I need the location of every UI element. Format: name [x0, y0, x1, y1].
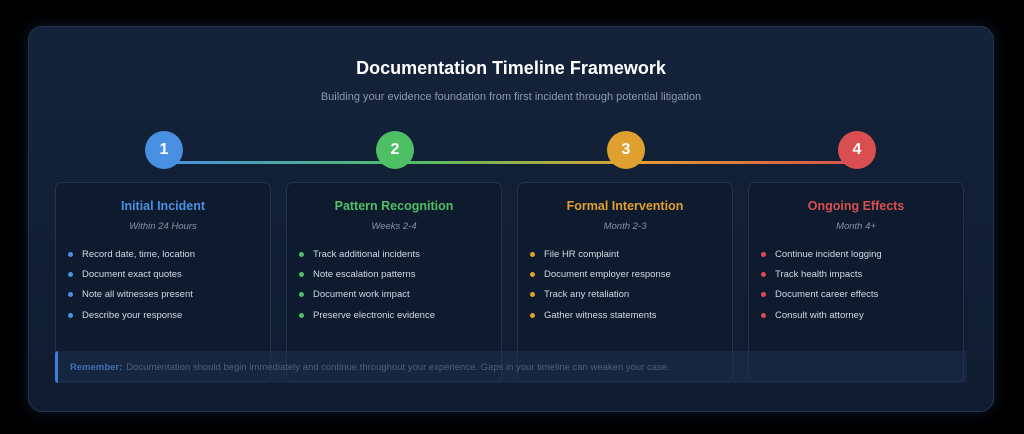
list-item: Document career effects — [761, 285, 882, 305]
card-items: Track additional incidents Note escalati… — [299, 244, 435, 325]
list-item: Describe your response — [68, 305, 195, 325]
card-title: Pattern Recognition — [334, 199, 454, 213]
step-4-marker: 4 — [838, 131, 876, 169]
list-item: Record date, time, location — [68, 244, 195, 264]
card-timeframe: Month 2-3 — [603, 221, 647, 232]
reminder-label: Remember: — [70, 361, 123, 373]
reminder-note: Remember: Documentation should begin imm… — [55, 351, 967, 383]
bullet-dot — [761, 251, 766, 257]
list-item-text: Document work impact — [313, 289, 410, 301]
card-items: Record date, time, location Document exa… — [68, 244, 195, 325]
card-timeframe: Weeks 2-4 — [371, 221, 417, 232]
bullet-dot — [761, 312, 766, 318]
bullet-dot — [68, 312, 73, 318]
bullet-dot — [68, 251, 73, 257]
list-item: Consult with attorney — [761, 305, 882, 325]
list-item-text: Document career effects — [775, 289, 879, 301]
list-item: File HR complaint — [530, 244, 671, 264]
list-item-text: Gather witness statements — [544, 309, 657, 321]
timeline-connector — [165, 161, 858, 164]
list-item: Preserve electronic evidence — [299, 305, 435, 325]
bullet-dot — [761, 271, 766, 277]
list-item-text: Track any retaliation — [544, 289, 630, 301]
card-title: Ongoing Effects — [807, 199, 905, 213]
bullet-dot — [530, 312, 535, 318]
step-card-pattern-recognition: Pattern Recognition Weeks 2-4 Track addi… — [286, 182, 502, 382]
list-item: Document exact quotes — [68, 264, 195, 284]
bullet-dot — [530, 271, 535, 277]
card-timeframe: Month 4+ — [836, 221, 876, 232]
list-item-text: Note all witnesses present — [82, 289, 193, 301]
list-item-text: Consult with attorney — [775, 309, 864, 321]
list-item: Continue incident logging — [761, 244, 882, 264]
page-title: Documentation Timeline Framework — [356, 58, 666, 78]
step-1-marker: 1 — [145, 131, 183, 169]
list-item: Track additional incidents — [299, 244, 435, 264]
bullet-dot — [299, 292, 304, 298]
list-item-text: Document exact quotes — [82, 268, 182, 280]
list-item-text: Document employer response — [544, 268, 671, 280]
bullet-dot — [299, 271, 304, 277]
bullet-dot — [68, 271, 73, 277]
page-subtitle: Building your evidence foundation from f… — [320, 91, 702, 103]
list-item-text: Describe your response — [82, 309, 183, 321]
list-item-text: Record date, time, location — [82, 248, 196, 260]
bullet-dot — [68, 292, 73, 298]
list-item-text: Preserve electronic evidence — [313, 309, 435, 321]
list-item: Document employer response — [530, 264, 671, 284]
step-3-marker: 3 — [607, 131, 645, 169]
bullet-dot — [299, 251, 304, 257]
bullet-dot — [530, 292, 535, 298]
step-2-marker: 2 — [376, 131, 414, 169]
framework-panel: Documentation Timeline Framework Buildin… — [28, 26, 994, 412]
card-timeframe: Within 24 Hours — [129, 221, 197, 232]
list-item: Track any retaliation — [530, 285, 671, 305]
list-item-text: Note escalation patterns — [313, 268, 416, 280]
step-card-ongoing-effects: Ongoing Effects Month 4+ Continue incide… — [748, 182, 964, 382]
list-item-text: File HR complaint — [544, 248, 619, 260]
bullet-dot — [299, 312, 304, 318]
list-item-text: Track additional incidents — [313, 248, 420, 260]
bullet-dot — [761, 292, 766, 298]
list-item-text: Track health impacts — [775, 268, 863, 280]
card-items: File HR complaint Document employer resp… — [530, 244, 671, 325]
list-item: Document work impact — [299, 285, 435, 305]
list-item: Track health impacts — [761, 264, 882, 284]
step-card-initial-incident: Initial Incident Within 24 Hours Record … — [55, 182, 271, 382]
list-item: Gather witness statements — [530, 305, 671, 325]
card-items: Continue incident logging Track health i… — [761, 244, 882, 325]
list-item: Note escalation patterns — [299, 264, 435, 284]
card-title: Formal Intervention — [566, 199, 684, 213]
card-title: Initial Incident — [120, 199, 206, 213]
list-item-text: Continue incident logging — [775, 248, 882, 260]
reminder-text: Documentation should begin immediately a… — [126, 361, 670, 373]
bullet-dot — [530, 251, 535, 257]
list-item: Note all witnesses present — [68, 285, 195, 305]
